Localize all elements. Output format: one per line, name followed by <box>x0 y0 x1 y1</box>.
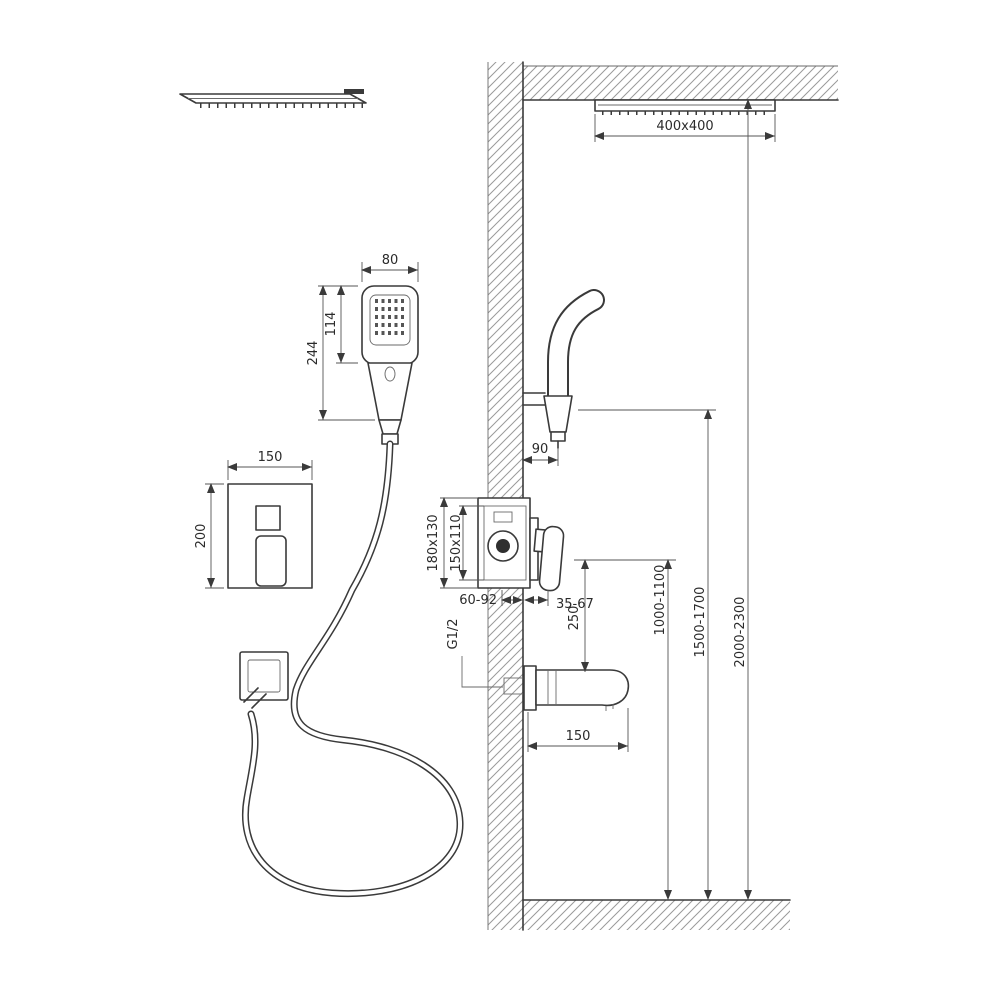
dim-hand-width: 80 <box>382 253 399 268</box>
control-plate-front-view: 150 200 <box>194 450 313 589</box>
dim-hand-total-length: 244 <box>306 341 321 366</box>
dim-hand-head-length: 114 <box>324 312 339 337</box>
rain-shower-head-section: 400x400 <box>594 99 776 142</box>
valve-spindle <box>496 539 510 553</box>
floor-hatch <box>523 900 790 930</box>
wall-hatch <box>488 62 523 930</box>
dim-plate-width: 150 <box>258 450 283 465</box>
dim-holder-offset: 90 <box>532 442 549 457</box>
mixer-lever-section <box>538 525 565 592</box>
ceiling-mount-tab <box>344 89 364 94</box>
mixer-lever-front <box>255 535 287 587</box>
wall-water-outlet <box>239 651 289 709</box>
dim-spout-length: 150 <box>566 729 591 744</box>
spout-flange <box>523 665 537 711</box>
shower-hose <box>242 440 464 898</box>
height-dimensions: 1000-1100 1500-1700 2000-2300 <box>574 99 752 900</box>
dim-box-inner: 150x110 <box>449 514 464 571</box>
dim-spout-drop: 250 <box>567 606 582 631</box>
wall-holder-arm <box>522 392 546 406</box>
dim-rain-head-size: 400x400 <box>656 119 713 134</box>
dim-mixer-height: 1000-1100 <box>653 565 668 636</box>
valve-cartridge <box>487 530 519 562</box>
rain-shower-head-top-view <box>179 89 367 108</box>
ceiling-hatch <box>523 66 838 100</box>
wall-section <box>487 61 839 931</box>
hand-shower-handle <box>367 362 413 421</box>
hand-shower-section: 90 <box>522 289 605 466</box>
hand-shower-head-section <box>543 395 573 433</box>
dim-head-height: 2000-2300 <box>733 597 748 668</box>
dim-thread: G1/2 <box>446 619 461 650</box>
spout-body <box>535 669 630 707</box>
diverter-button <box>255 505 281 531</box>
dim-shower-height: 1500-1700 <box>693 587 708 658</box>
dim-depth-range: 60-92 <box>459 593 497 608</box>
spray-face-dots <box>375 299 406 335</box>
dim-plate-height: 200 <box>194 524 209 549</box>
hand-shower-front-view: 80 114 244 <box>306 253 419 445</box>
bath-spout-section: 150 G1/2 250 <box>446 559 630 752</box>
mode-button <box>384 366 396 382</box>
mixer-valve-section: 180x130 150x110 60-92 35-67 <box>426 497 594 612</box>
dim-box-outer: 180x130 <box>426 514 441 571</box>
